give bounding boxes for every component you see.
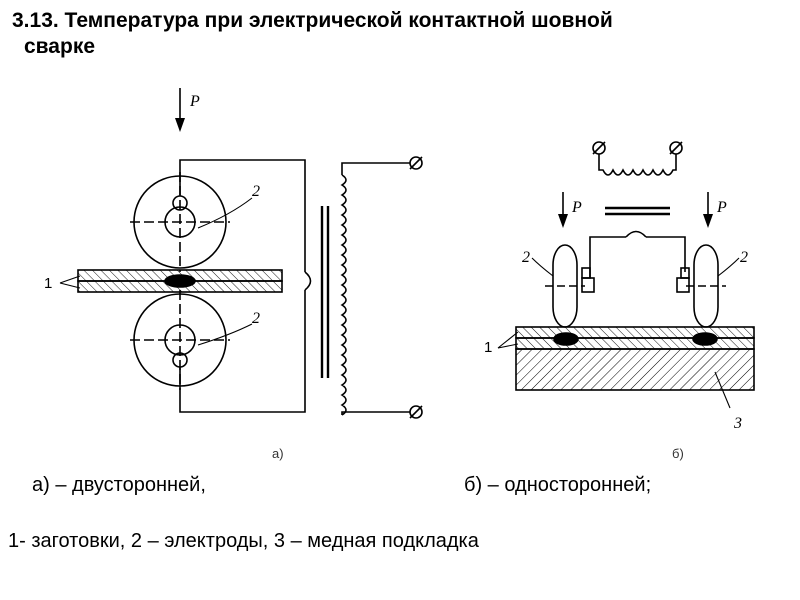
caption-b: б) – односторонней; bbox=[464, 474, 652, 496]
label-electrode-a-top: 2 bbox=[252, 183, 260, 200]
force-label-b-left: P bbox=[571, 199, 582, 216]
caption-a: а) – двусторонней, bbox=[32, 474, 206, 496]
transformer-coil-a bbox=[340, 174, 347, 416]
force-arrow-a bbox=[175, 88, 185, 132]
wire-jumper-b bbox=[625, 230, 647, 238]
label-electrode-b-right: 2 bbox=[740, 249, 748, 266]
title-line-2: сварке bbox=[24, 35, 96, 58]
circuit-a bbox=[179, 159, 312, 413]
subfigure-label-a: а) bbox=[272, 446, 284, 461]
transformer-coil-b bbox=[598, 154, 677, 176]
wire-left-b bbox=[589, 236, 626, 278]
transformer-core-b bbox=[605, 206, 670, 216]
leaders-b bbox=[497, 257, 740, 409]
lead-top-a bbox=[341, 162, 410, 175]
wire-right-b bbox=[646, 236, 686, 272]
label-workpiece-b: 1 bbox=[484, 339, 492, 356]
force-arrow-b-right bbox=[703, 192, 713, 228]
subfigure-label-b: б) bbox=[672, 446, 684, 461]
terminal-icon bbox=[592, 141, 606, 155]
label-backing-b: 3 bbox=[733, 415, 742, 432]
terminal-icon bbox=[409, 405, 423, 419]
copper-backing bbox=[515, 348, 755, 391]
force-arrow-b-left bbox=[558, 192, 568, 228]
caption-legend: 1- заготовки, 2 – электроды, 3 – медная … bbox=[8, 530, 479, 552]
label-electrode-b-left: 2 bbox=[522, 249, 530, 266]
workpieces-b bbox=[515, 326, 755, 350]
figure-b bbox=[497, 141, 755, 409]
label-electrode-a-bottom: 2 bbox=[252, 310, 260, 327]
lead-bottom-a bbox=[341, 411, 410, 415]
terminal-icon bbox=[409, 156, 423, 170]
force-label-a: P bbox=[189, 93, 200, 110]
slide-title: 3.13. Температура при электрической конт… bbox=[12, 8, 792, 60]
title-line-1: 3.13. Температура при электрической конт… bbox=[12, 9, 613, 32]
workpieces-a bbox=[77, 269, 283, 293]
transformer-core-a bbox=[320, 206, 330, 378]
figure-a: P bbox=[59, 88, 423, 419]
label-workpiece-a: 1 bbox=[44, 275, 52, 292]
force-label-b-right: P bbox=[716, 199, 727, 216]
roller-electrode-b-left bbox=[545, 244, 595, 328]
leaders-a bbox=[59, 197, 253, 346]
terminal-icon bbox=[669, 141, 683, 155]
